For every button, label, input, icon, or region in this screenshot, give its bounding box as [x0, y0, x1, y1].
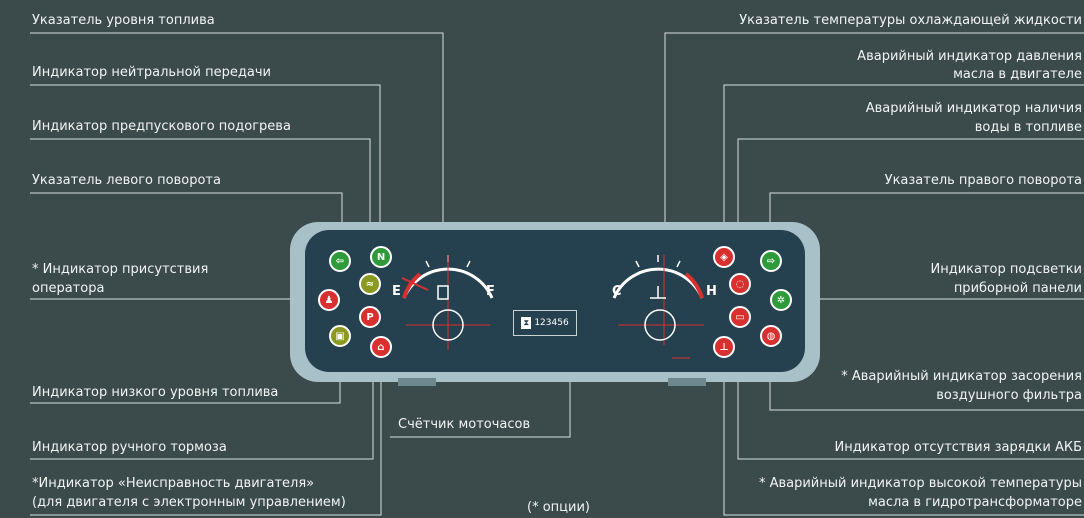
label-operator-2: оператора [32, 281, 105, 296]
engine-icon: ⌂ [377, 341, 385, 353]
label-fuel-level: Указатель уровня топлива [32, 13, 215, 28]
label-preheat: Индикатор предпускового подогрева [32, 119, 291, 134]
oil-pressure-indicator: ◈ [713, 246, 735, 268]
light-icon: ✲ [776, 294, 786, 306]
water-drop-icon: ◌ [735, 278, 745, 290]
engine-fault-indicator: ⌂ [370, 336, 392, 358]
label-air-filter-1: * Аварийный индикатор засорения [841, 369, 1082, 384]
air-filter-indicator: ◍ [760, 325, 782, 347]
label-engine-fault-1: *Индикатор «Неисправность двигателя» [32, 476, 315, 491]
neutral-indicator: N [370, 246, 392, 268]
operator-presence-indicator: ♟ [318, 289, 340, 311]
label-oil-pressure-1: Аварийный индикатор давления [857, 49, 1082, 64]
hourglass-icon: ⧗ [521, 317, 532, 329]
leader-engine-fault [30, 357, 382, 516]
left-turn-indicator: ⇦ [329, 250, 351, 272]
fuel-full-mark: F [486, 284, 495, 299]
label-right-turn: Указатель правого поворота [884, 173, 1082, 188]
fuel-empty-mark: E [392, 284, 401, 299]
temp-cold-mark: C [612, 284, 622, 299]
label-water-fuel-1: Аварийный индикатор наличия [865, 101, 1082, 116]
label-engine-fault-2: (для двигателя с электронным управлением… [32, 495, 346, 510]
low-fuel-indicator: ▣ [329, 325, 351, 347]
air-filter-icon: ◍ [766, 330, 776, 342]
temp-hot-mark: H [706, 284, 717, 299]
hand-brake-glyph: P [366, 311, 374, 323]
fuel-pump-icon: ▣ [335, 330, 345, 342]
converter-temp-indicator: ⊥ [713, 336, 735, 358]
backlight-indicator: ✲ [770, 289, 792, 311]
leader-coolant-temp [664, 32, 1084, 250]
leader-fuel-level [30, 32, 444, 250]
label-water-fuel-2: воды в топливе [974, 120, 1082, 135]
leader-converter-temp [723, 350, 1084, 516]
battery-charge-indicator: ▭ [729, 306, 751, 328]
leader-neutral [30, 84, 381, 250]
water-in-fuel-indicator: ◌ [729, 273, 751, 295]
hour-meter-value: 123456 [534, 318, 569, 328]
label-converter-temp-1: * Аварийный индикатор высокой температур… [758, 476, 1082, 491]
temperature-gauge [612, 255, 704, 359]
panel-mount-tab [398, 378, 436, 386]
label-backlight-2: приборной панели [953, 281, 1082, 296]
label-backlight-1: Индикатор подсветки [930, 262, 1082, 277]
label-operator-1: * Индикатор присутствия [32, 262, 209, 277]
fuel-gauge [401, 255, 494, 350]
neutral-glyph: N [376, 251, 386, 263]
label-neutral: Индикатор нейтральной передачи [32, 65, 271, 80]
arrow-right-icon: ⇨ [766, 255, 776, 267]
seat-icon: ♟ [324, 294, 334, 306]
label-oil-pressure-2: масла в двигателе [953, 67, 1082, 82]
right-turn-indicator: ⇨ [760, 250, 782, 272]
glow-plug-icon: ≈ [365, 278, 375, 290]
label-low-fuel: Индикатор низкого уровня топлива [32, 385, 279, 400]
preheat-indicator: ≈ [359, 273, 381, 295]
label-left-turn: Указатель левого поворота [32, 173, 221, 188]
label-hand-brake: Индикатор ручного тормоза [32, 440, 227, 455]
label-coolant-temp: Указатель температуры охлаждающей жидкос… [739, 13, 1082, 28]
oil-can-icon: ◈ [720, 251, 728, 263]
panel-mount-tab [668, 378, 706, 386]
leader-oil-pressure [723, 84, 1084, 250]
battery-icon: ▭ [735, 311, 745, 323]
options-note: (* опции) [527, 500, 590, 515]
label-hour-meter: Счётчик моточасов [398, 417, 531, 432]
thermometer-icon: ⊥ [719, 341, 729, 353]
arrow-left-icon: ⇦ [335, 255, 345, 267]
label-battery: Индикатор отсутствия зарядки АКБ [834, 440, 1082, 455]
label-air-filter-2: воздушного фильтра [936, 388, 1082, 403]
hour-meter-display: ⧗ 123456 [513, 310, 577, 336]
label-converter-temp-2: масла в гидротрансформаторе [868, 495, 1082, 510]
hand-brake-indicator: P [359, 306, 381, 328]
